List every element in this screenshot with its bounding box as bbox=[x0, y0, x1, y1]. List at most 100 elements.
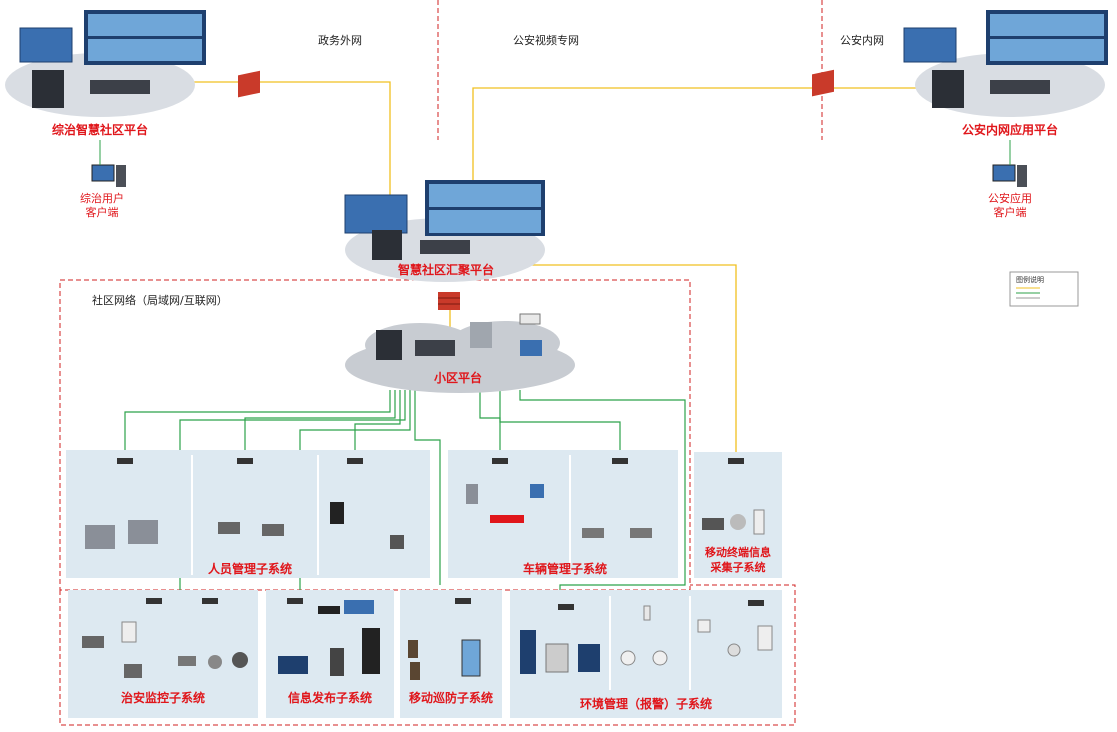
security-monitor-subsystem[interactable]: 治安监控子系统 bbox=[68, 590, 258, 718]
dome-camera-icon bbox=[208, 655, 222, 669]
zongzhi-client[interactable]: 综治用户 客户端 bbox=[80, 140, 126, 219]
firewall-icon bbox=[238, 70, 260, 98]
community-network-region bbox=[59, 279, 691, 591]
monitor-screen-icon bbox=[344, 194, 408, 234]
lan-links bbox=[124, 390, 686, 600]
police-client-label-2: 客户端 bbox=[994, 205, 1027, 219]
handheld-device-icon bbox=[408, 640, 418, 658]
gov-external-network-label: 政务外网 bbox=[318, 33, 362, 47]
personnel-subsystem[interactable]: 人员管理子系统 bbox=[66, 450, 430, 578]
community-network-region-lower bbox=[59, 584, 796, 726]
camera-icon bbox=[218, 522, 240, 534]
device-icon bbox=[753, 509, 765, 535]
alarm-panel-icon bbox=[578, 644, 600, 672]
police-platform-label: 公安内网应用平台 bbox=[962, 122, 1058, 137]
server-icon bbox=[376, 330, 402, 360]
vehicle-subsystem[interactable]: 车辆管理子系统 bbox=[448, 450, 678, 578]
mobile-patrol-subsystem[interactable]: 移动巡防子系统 bbox=[400, 590, 502, 718]
switch-icon bbox=[117, 458, 133, 464]
firewall-icon bbox=[438, 292, 460, 310]
aggregation-platform[interactable]: 智慧社区汇聚平台 bbox=[344, 180, 545, 282]
switch-icon bbox=[146, 598, 162, 604]
device-icon bbox=[121, 621, 137, 643]
access-gate-icon bbox=[128, 520, 158, 544]
server-icon bbox=[470, 322, 492, 348]
switch-icon bbox=[455, 598, 471, 604]
detector-icon bbox=[727, 643, 741, 657]
monitor-screen-icon bbox=[19, 27, 73, 63]
console-icon bbox=[420, 240, 470, 254]
device-icon bbox=[466, 484, 478, 504]
legend-title: 图例说明 bbox=[1016, 275, 1044, 284]
kiosk-icon bbox=[461, 639, 481, 677]
switch-icon bbox=[347, 458, 363, 464]
camera-icon bbox=[178, 656, 196, 666]
server-icon bbox=[932, 70, 964, 108]
pc-client-icon bbox=[91, 164, 115, 182]
kiosk-icon bbox=[362, 628, 380, 674]
environment-label: 环境管理（报警）子系统 bbox=[580, 696, 712, 711]
alarm-host-icon bbox=[520, 630, 536, 674]
zongzhi-client-label-2: 客户端 bbox=[86, 205, 119, 219]
zongzhi-client-label-1: 综治用户 bbox=[80, 191, 124, 205]
sensor-icon bbox=[643, 605, 651, 621]
video-wall-icon bbox=[425, 180, 545, 236]
pc-client-icon bbox=[519, 313, 541, 325]
device-icon bbox=[530, 484, 544, 498]
detector-icon bbox=[757, 625, 773, 651]
sensor-icon bbox=[652, 650, 668, 666]
pc-client-icon bbox=[992, 164, 1016, 182]
server-icon bbox=[372, 230, 402, 260]
video-wall-icon bbox=[986, 10, 1108, 65]
community-platform[interactable]: 小区平台 bbox=[345, 313, 575, 393]
switch-icon bbox=[492, 458, 508, 464]
police-app-platform[interactable]: 公安内网应用平台 bbox=[903, 10, 1108, 137]
personnel-subsystem-label: 人员管理子系统 bbox=[208, 561, 292, 576]
ptz-camera-icon bbox=[232, 652, 248, 668]
pc-client-icon bbox=[520, 340, 542, 356]
environment-subsystem[interactable]: 环境管理（报警）子系统 bbox=[510, 590, 782, 718]
switch-icon bbox=[612, 458, 628, 464]
kiosk-icon bbox=[330, 648, 344, 676]
security-monitor-label: 治安监控子系统 bbox=[121, 690, 205, 705]
handheld-device-icon bbox=[410, 662, 420, 680]
mobile-terminal-label-2: 采集子系统 bbox=[710, 560, 766, 574]
camera-icon bbox=[582, 528, 604, 538]
firewall-icon bbox=[812, 69, 834, 97]
camera-icon bbox=[82, 636, 104, 648]
mobile-terminal-subsystem[interactable]: 移动终端信息 采集子系统 bbox=[694, 452, 782, 578]
community-platform-label: 小区平台 bbox=[434, 370, 482, 385]
community-network-label: 社区网络（局域网/互联网） bbox=[92, 293, 228, 307]
zongzhi-platform-label: 综治智慧社区平台 bbox=[52, 122, 148, 137]
detector-icon bbox=[697, 619, 711, 633]
server-icon bbox=[415, 340, 455, 356]
switch-icon bbox=[728, 458, 744, 464]
zongzhi-platform[interactable]: 综治智慧社区平台 bbox=[5, 10, 206, 137]
sensor-icon bbox=[620, 650, 636, 666]
switch-icon bbox=[558, 604, 574, 610]
aggregation-platform-label: 智慧社区汇聚平台 bbox=[397, 262, 494, 277]
switch-icon bbox=[202, 598, 218, 604]
console-icon bbox=[990, 80, 1050, 94]
info-publish-label: 信息发布子系统 bbox=[288, 690, 372, 705]
info-publish-subsystem[interactable]: 信息发布子系统 bbox=[266, 590, 394, 718]
access-gate-icon bbox=[85, 525, 115, 549]
vehicle-subsystem-label: 车辆管理子系统 bbox=[523, 561, 607, 576]
police-video-network-label: 公安视频专网 bbox=[513, 33, 579, 47]
door-terminal-icon bbox=[330, 502, 344, 524]
switch-icon bbox=[287, 598, 303, 604]
police-client[interactable]: 公安应用 客户端 bbox=[988, 140, 1032, 219]
legend: 图例说明 bbox=[1009, 271, 1079, 307]
server-icon bbox=[318, 606, 340, 614]
display-screen-icon bbox=[278, 656, 308, 674]
police-client-label-1: 公安应用 bbox=[988, 191, 1032, 205]
mobile-terminal-label-1: 移动终端信息 bbox=[705, 545, 771, 559]
video-wall-icon bbox=[84, 10, 206, 65]
police-internal-network-label: 公安内网 bbox=[840, 33, 884, 47]
monitor-screen-icon bbox=[903, 27, 957, 63]
switch-icon bbox=[748, 600, 764, 606]
device-icon bbox=[390, 535, 404, 549]
fiber-links bbox=[150, 81, 990, 460]
console-icon bbox=[90, 80, 150, 94]
